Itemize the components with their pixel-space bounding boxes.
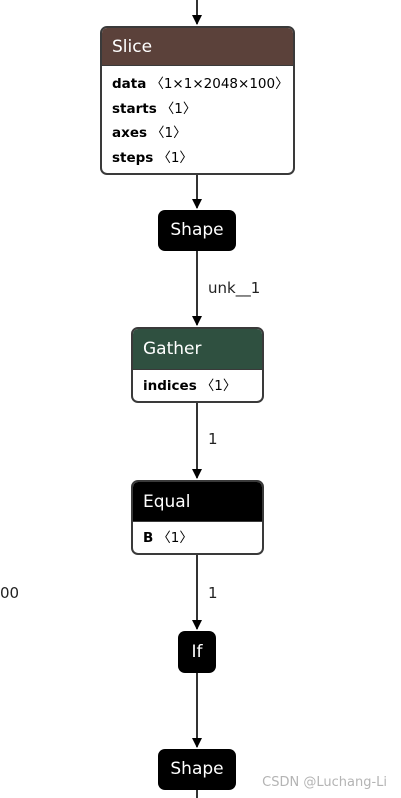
attr-name: indices [143,378,197,394]
edge-label-clipped: 00 [0,584,20,602]
node-gather-attributes: indices〈1〉 [133,370,262,401]
attr-value: 〈1〉 [160,100,197,117]
edge-label-unk1: unk__1 [208,279,261,297]
node-shape-top[interactable]: Shape [158,210,236,251]
attr-starts[interactable]: starts〈1〉 [112,97,283,122]
watermark: CSDN @Luchang-Li [262,775,387,790]
node-shape-bottom[interactable]: Shape [158,749,236,790]
node-equal-title: Equal [133,482,262,522]
attr-data[interactable]: data〈1×1×2048×100〉 [112,72,289,97]
attr-axes[interactable]: axes〈1〉 [112,121,283,146]
attr-name: steps [112,149,154,166]
node-gather[interactable]: Gather indices〈1〉 [131,327,264,403]
attr-name: axes [112,125,148,141]
node-slice-attributes: data〈1×1×2048×100〉 starts〈1〉 axes〈1〉 ste… [102,66,293,172]
attr-value: 〈1〉 [200,378,237,394]
attr-value: 〈1〉 [151,125,187,141]
attr-indices[interactable]: indices〈1〉 [143,374,252,399]
attr-name: B [143,530,154,546]
edge-label-gather-equal: 1 [208,430,218,448]
attr-b[interactable]: B〈1〉 [143,526,252,551]
node-equal[interactable]: Equal B〈1〉 [131,480,264,555]
attr-value: 〈1〉 [157,149,193,166]
attr-name: data [112,76,147,92]
attr-value: 〈1×1×2048×100〉 [150,76,289,92]
node-gather-title: Gather [133,329,262,370]
attr-name: starts [112,100,157,117]
node-slice[interactable]: Slice data〈1×1×2048×100〉 starts〈1〉 axes〈… [100,26,295,175]
attr-steps[interactable]: steps〈1〉 [112,146,283,171]
edge-label-equal-if: 1 [208,584,218,602]
node-if[interactable]: If [178,631,216,673]
node-slice-title: Slice [102,28,293,66]
node-equal-attributes: B〈1〉 [133,522,262,553]
attr-value: 〈1〉 [157,530,193,546]
